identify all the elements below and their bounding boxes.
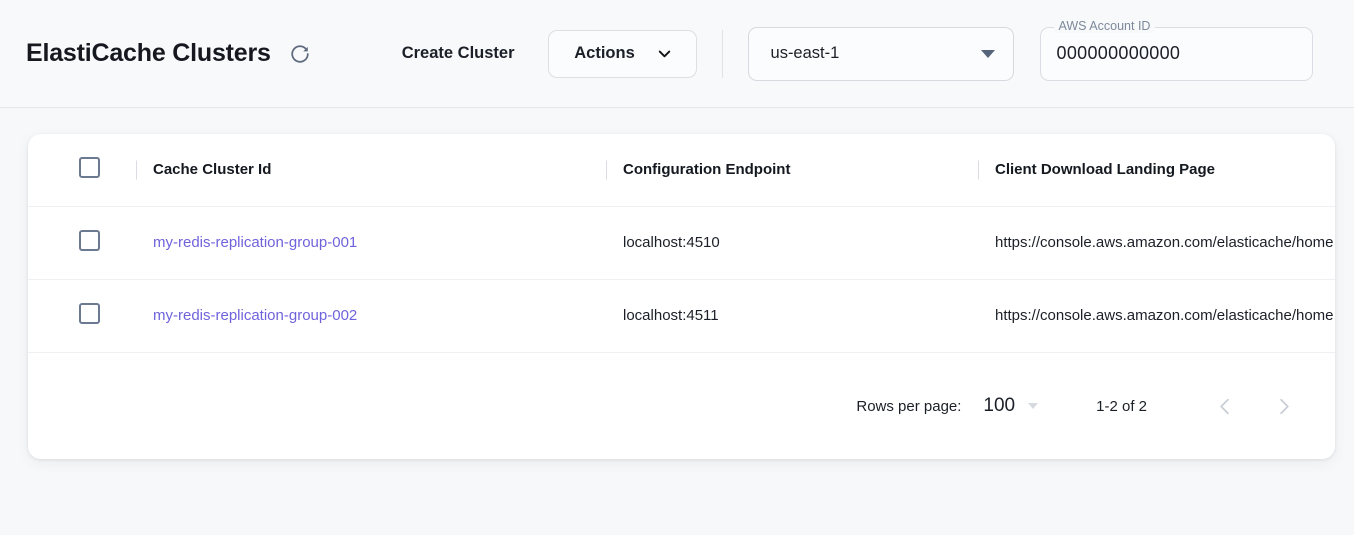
header-divider <box>721 29 723 78</box>
table-body: my-redis-replication-group-001 localhost… <box>28 205 1335 352</box>
table-row[interactable]: my-redis-replication-group-002 localhost… <box>28 278 1335 352</box>
triangle-down-icon <box>1028 403 1039 409</box>
endpoint-value: localhost:4510 <box>623 234 720 251</box>
table-header: Cache Cluster Id Configuration Endpoint … <box>28 134 1335 206</box>
table-header-row: Cache Cluster Id Configuration Endpoint … <box>28 134 1335 206</box>
chevron-down-icon <box>655 44 674 63</box>
row-select-cell <box>28 205 124 279</box>
cell-client-download-landing-page: https://console.aws.amazon.com/elasticac… <box>966 278 1335 352</box>
cell-client-download-landing-page: https://console.aws.amazon.com/elasticac… <box>966 205 1335 279</box>
column-header-label: Cache Cluster Id <box>153 161 272 179</box>
rows-per-page-value: 100 <box>983 395 1016 416</box>
cluster-link[interactable]: my-redis-replication-group-001 <box>153 234 358 251</box>
clusters-table: Cache Cluster Id Configuration Endpoint … <box>28 134 1335 352</box>
row-select-cell <box>28 278 124 352</box>
cluster-link[interactable]: my-redis-replication-group-002 <box>153 307 358 325</box>
column-header-client-download-landing-page[interactable]: Client Download Landing Page <box>966 134 1335 206</box>
aws-account-id-label: AWS Account ID <box>1053 18 1156 33</box>
row-checkbox[interactable] <box>79 303 100 325</box>
pagination-range: 1-2 of 2 <box>1096 397 1147 415</box>
cell-configuration-endpoint: localhost:4511 <box>594 278 966 352</box>
pagination-bar: Rows per page: 100 1-2 of 2 <box>28 352 1335 459</box>
rows-per-page-select[interactable]: 100 <box>983 395 1039 417</box>
clusters-card: Cache Cluster Id Configuration Endpoint … <box>28 134 1335 459</box>
endpoint-value: localhost:4511 <box>623 307 719 325</box>
cell-configuration-endpoint: localhost:4510 <box>594 205 966 279</box>
actions-button-label: Actions <box>574 44 635 62</box>
title-group: ElastiCache Clusters <box>26 39 313 68</box>
app-header: ElastiCache Clusters Create Cluster Acti… <box>0 0 1354 108</box>
rows-per-page-label: Rows per page: <box>856 397 962 415</box>
table-row[interactable]: my-redis-replication-group-001 localhost… <box>28 205 1335 279</box>
landing-page-url: https://console.aws.amazon.com/elasticac… <box>995 307 1334 325</box>
column-header-label: Configuration Endpoint <box>623 161 791 179</box>
triangle-down-icon <box>980 49 995 58</box>
previous-page-button[interactable] <box>1205 386 1245 426</box>
create-cluster-button[interactable]: Create Cluster <box>401 44 515 62</box>
region-select-value: us-east-1 <box>770 44 840 62</box>
aws-account-id-value: 000000000000 <box>1056 43 1181 63</box>
row-checkbox[interactable] <box>79 230 100 251</box>
page-title: ElastiCache Clusters <box>26 39 271 67</box>
region-select[interactable]: us-east-1 <box>747 26 1014 81</box>
cell-cache-cluster-id: my-redis-replication-group-001 <box>124 205 594 279</box>
actions-button[interactable]: Actions <box>547 29 697 78</box>
column-header-label: Client Download Landing Page <box>995 161 1216 179</box>
refresh-icon[interactable] <box>287 41 313 67</box>
column-header-cache-cluster-id[interactable]: Cache Cluster Id <box>124 134 594 206</box>
landing-page-url: https://console.aws.amazon.com/elasticac… <box>995 234 1334 251</box>
aws-account-id-field[interactable]: AWS Account ID 000000000000 <box>1039 18 1313 81</box>
select-all-checkbox[interactable] <box>79 157 100 179</box>
column-header-configuration-endpoint[interactable]: Configuration Endpoint <box>594 134 966 206</box>
cell-cache-cluster-id: my-redis-replication-group-002 <box>124 278 594 352</box>
select-all-header <box>28 134 124 206</box>
next-page-button[interactable] <box>1263 386 1303 426</box>
